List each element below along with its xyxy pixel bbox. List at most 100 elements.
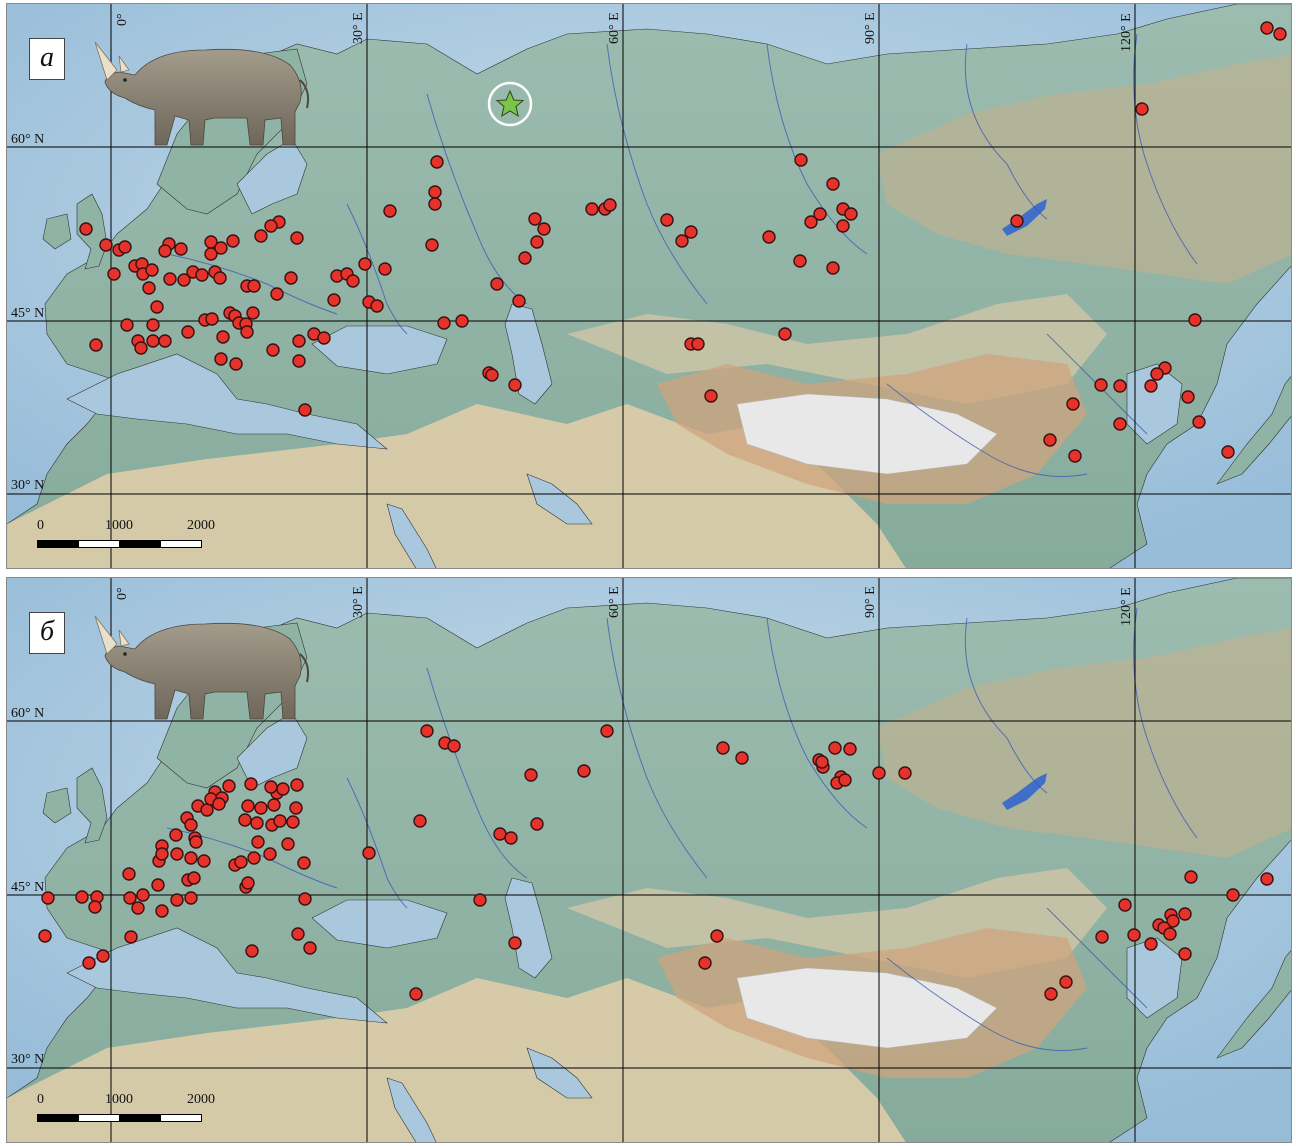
site-marker-icon bbox=[508, 936, 522, 950]
woolly-rhinoceros-illustration bbox=[95, 615, 310, 720]
site-marker-icon bbox=[778, 327, 792, 341]
site-marker-icon bbox=[151, 878, 165, 892]
site-marker-icon bbox=[222, 779, 236, 793]
site-marker-icon bbox=[155, 847, 169, 861]
site-marker-icon bbox=[245, 944, 259, 958]
site-marker-icon bbox=[317, 331, 331, 345]
site-marker-icon bbox=[735, 751, 749, 765]
graticule bbox=[7, 4, 1291, 568]
lon-label-90e: 90° E bbox=[863, 12, 878, 44]
japan bbox=[1216, 376, 1291, 485]
yellow-sea bbox=[1126, 363, 1183, 445]
lat-label-60: 60° N bbox=[11, 132, 45, 147]
site-marker-icon bbox=[200, 803, 214, 817]
scale-tick-2000: 2000 bbox=[187, 1092, 215, 1107]
site-marker-icon bbox=[716, 741, 730, 755]
site-marker-icon bbox=[184, 818, 198, 832]
site-marker-icon bbox=[530, 235, 544, 249]
site-marker-icon bbox=[1113, 379, 1127, 393]
site-marker-icon bbox=[1066, 397, 1080, 411]
site-marker-icon bbox=[1163, 927, 1177, 941]
arabian-gulf bbox=[526, 473, 593, 525]
tibetan-plateau bbox=[736, 967, 998, 1049]
site-marker-icon bbox=[264, 780, 278, 794]
site-marker-icon bbox=[455, 314, 469, 328]
site-marker-icon bbox=[213, 271, 227, 285]
site-marker-icon bbox=[254, 801, 268, 815]
site-marker-icon bbox=[273, 814, 287, 828]
site-marker-icon bbox=[250, 816, 264, 830]
site-marker-icon bbox=[107, 267, 121, 281]
site-marker-icon bbox=[267, 798, 281, 812]
site-marker-icon bbox=[82, 956, 96, 970]
site-marker-icon bbox=[292, 334, 306, 348]
site-marker-icon bbox=[99, 238, 113, 252]
site-marker-icon bbox=[844, 207, 858, 221]
site-marker-icon bbox=[378, 262, 392, 276]
site-marker-icon bbox=[537, 222, 551, 236]
lon-label-0: 0° bbox=[115, 587, 130, 600]
site-marker-icon bbox=[254, 229, 268, 243]
site-marker-icon bbox=[1059, 975, 1073, 989]
site-marker-icon bbox=[813, 207, 827, 221]
site-marker-icon bbox=[246, 306, 260, 320]
mediterranean-sea bbox=[66, 927, 388, 1024]
site-marker-icon bbox=[675, 234, 689, 248]
site-marker-icon bbox=[146, 334, 160, 348]
red-sea bbox=[386, 1077, 437, 1142]
arid-zone bbox=[7, 978, 906, 1142]
site-marker-icon bbox=[437, 316, 451, 330]
site-marker-icon bbox=[270, 287, 284, 301]
site-marker-icon bbox=[41, 891, 55, 905]
site-marker-icon bbox=[1118, 898, 1132, 912]
site-marker-icon bbox=[413, 814, 427, 828]
site-marker-icon bbox=[1010, 214, 1024, 228]
site-marker-icon bbox=[150, 300, 164, 314]
site-marker-icon bbox=[430, 155, 444, 169]
site-marker-icon bbox=[79, 222, 93, 236]
lon-label-30e: 30° E bbox=[351, 586, 366, 618]
site-marker-icon bbox=[836, 219, 850, 233]
site-marker-icon bbox=[815, 755, 829, 769]
site-marker-icon bbox=[284, 271, 298, 285]
site-marker-icon bbox=[691, 337, 705, 351]
site-marker-icon bbox=[263, 847, 277, 861]
site-marker-icon bbox=[146, 318, 160, 332]
lat-label-30: 30° N bbox=[11, 478, 45, 493]
site-marker-icon bbox=[241, 876, 255, 890]
scale-bar: 0 1000 2000 bbox=[37, 1092, 215, 1132]
site-marker-icon bbox=[136, 888, 150, 902]
site-marker-icon bbox=[1135, 102, 1149, 116]
site-marker-icon bbox=[512, 294, 526, 308]
site-marker-icon bbox=[124, 930, 138, 944]
site-marker-icon bbox=[660, 213, 674, 227]
arabian-gulf bbox=[526, 1047, 593, 1099]
site-marker-icon bbox=[872, 766, 886, 780]
site-marker-icon bbox=[826, 261, 840, 275]
site-marker-icon bbox=[1192, 415, 1206, 429]
graticule bbox=[7, 578, 1291, 1142]
site-marker-icon bbox=[1260, 872, 1274, 886]
woolly-rhinoceros-illustration bbox=[95, 41, 310, 146]
site-marker-icon bbox=[428, 197, 442, 211]
site-marker-icon bbox=[212, 797, 226, 811]
site-marker-icon bbox=[286, 815, 300, 829]
site-marker-icon bbox=[264, 219, 278, 233]
site-marker-icon bbox=[1044, 987, 1058, 1001]
site-marker-icon bbox=[281, 837, 295, 851]
site-marker-icon bbox=[1043, 433, 1057, 447]
site-marker-icon bbox=[518, 251, 532, 265]
site-marker-icon bbox=[1113, 417, 1127, 431]
map-panel-b: б 60° N 45° N 30° N 0° 30° E 60° E 90° E… bbox=[6, 577, 1292, 1143]
tibetan-plateau bbox=[736, 393, 998, 475]
site-marker-icon bbox=[838, 773, 852, 787]
site-marker-icon bbox=[1188, 313, 1202, 327]
site-marker-icon bbox=[290, 231, 304, 245]
mediterranean-sea bbox=[66, 353, 388, 450]
site-marker-icon bbox=[170, 847, 184, 861]
lat-label-45: 45° N bbox=[11, 306, 45, 321]
site-marker-icon bbox=[163, 272, 177, 286]
site-marker-icon bbox=[297, 856, 311, 870]
site-marker-icon bbox=[762, 230, 776, 244]
site-marker-icon bbox=[289, 801, 303, 815]
